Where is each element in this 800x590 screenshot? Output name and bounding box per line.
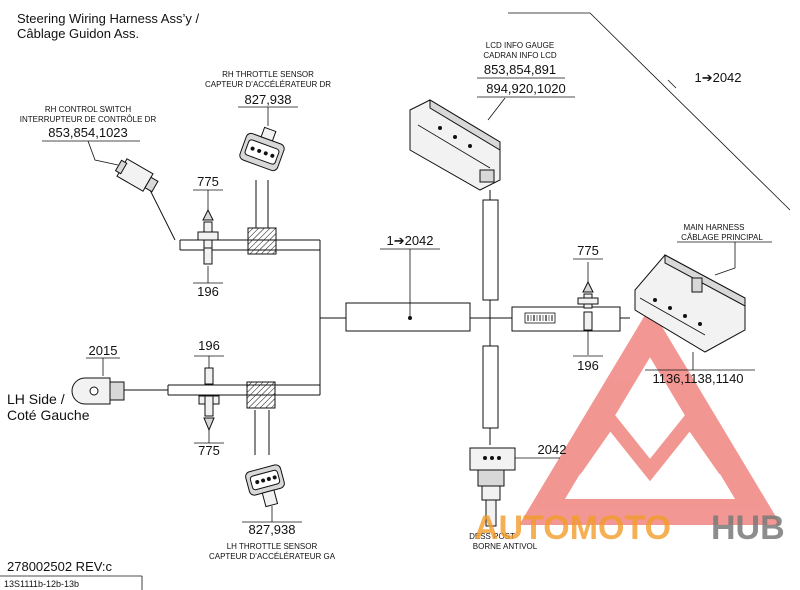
dess-post-label-fr: BORNE ANTIVOL — [473, 542, 538, 551]
document-number: 278002502 REV:c — [7, 559, 113, 574]
watermark-logo — [519, 306, 781, 525]
watermark-text-hub: HUB — [711, 509, 785, 547]
tie-rh-top-label: 775 — [197, 174, 219, 189]
lh-side-connector — [71, 377, 168, 405]
main-harness-connector — [634, 254, 746, 353]
lcd-info-gauge-connector — [409, 99, 501, 191]
tie-lh-bottom-label: 775 — [198, 443, 220, 458]
lh-side-part: 2015 — [89, 343, 118, 358]
lh-throttle-part: 827,938 — [249, 522, 296, 537]
rh-throttle-sensor-connector — [239, 126, 285, 172]
main-harness-label-fr: CÂBLAGE PRINCIPAL — [681, 233, 763, 242]
junction-lh — [246, 381, 276, 409]
junction-rh — [247, 227, 277, 255]
lh-side-line-2: Coté Gauche — [7, 407, 90, 423]
watermark-text-automoto: AUTOMOTO — [474, 509, 671, 547]
title-line-1: Steering Wiring Harness Ass’y / — [17, 11, 199, 26]
lh-throttle-label-en: LH THROTTLE SENSOR — [227, 542, 318, 551]
harness-sleeve-lower — [482, 345, 499, 429]
tie-main-top-label: 775 — [577, 243, 599, 258]
callout-line-top-right — [508, 12, 791, 211]
main-harness-label-en: MAIN HARNESS — [684, 223, 745, 232]
callout-top-right: 1➔2042 — [694, 70, 741, 85]
tie-main-bottom-label: 196 — [577, 358, 599, 373]
cable-tie-lh — [198, 356, 220, 443]
title-line-2: Câblage Guidon Ass. — [17, 26, 139, 41]
barcode — [527, 315, 553, 321]
tie-rh-bottom-label: 196 — [197, 284, 219, 299]
rh-throttle-label-fr: CAPTEUR D’ACCÉLÉRATEUR DR — [205, 80, 331, 89]
harness-sleeve-center — [345, 302, 471, 332]
lcd-label-fr: CADRAN INFO LCD — [483, 51, 557, 60]
lh-side-line-1: LH Side / — [7, 391, 65, 407]
tie-lh-top-label: 196 — [198, 338, 220, 353]
drawing-code: 13S1111b-12b-13b — [4, 579, 79, 589]
lcd-part-2: 894,920,1020 — [486, 81, 566, 96]
lh-throttle-sensor-connector — [245, 464, 285, 508]
rh-throttle-part: 827,938 — [245, 92, 292, 107]
callout-arrow-top-right — [667, 79, 677, 89]
dess-post-part: 2042 — [538, 442, 567, 457]
rh-switch-label-fr: INTERRUPTEUR DE CONTRÔLE DR — [20, 115, 157, 124]
rh-switch-part: 853,854,1023 — [48, 125, 128, 140]
watermark-triangle — [519, 306, 781, 525]
dess-post-connector — [469, 447, 516, 527]
rh-control-switch-connector — [114, 158, 159, 193]
lcd-label-en: LCD INFO GAUGE — [486, 41, 554, 50]
cable-tie-main — [577, 262, 599, 355]
rh-switch-label-en: RH CONTROL SWITCH — [45, 105, 132, 114]
harness-sleeve-upper — [482, 199, 499, 301]
lcd-part-1: 853,854,891 — [484, 62, 556, 77]
cable-tie-rh — [197, 190, 219, 283]
dess-post-label-en: DESS POST — [469, 532, 515, 541]
callout-center: 1➔2042 — [386, 233, 433, 248]
watermark-m-shape — [569, 408, 731, 482]
lh-throttle-label-fr: CAPTEUR D’ACCÉLÉRATEUR GA — [209, 552, 336, 561]
rh-throttle-label-en: RH THROTTLE SENSOR — [222, 70, 314, 79]
main-harness-part: 1136,1138,1140 — [652, 371, 743, 386]
